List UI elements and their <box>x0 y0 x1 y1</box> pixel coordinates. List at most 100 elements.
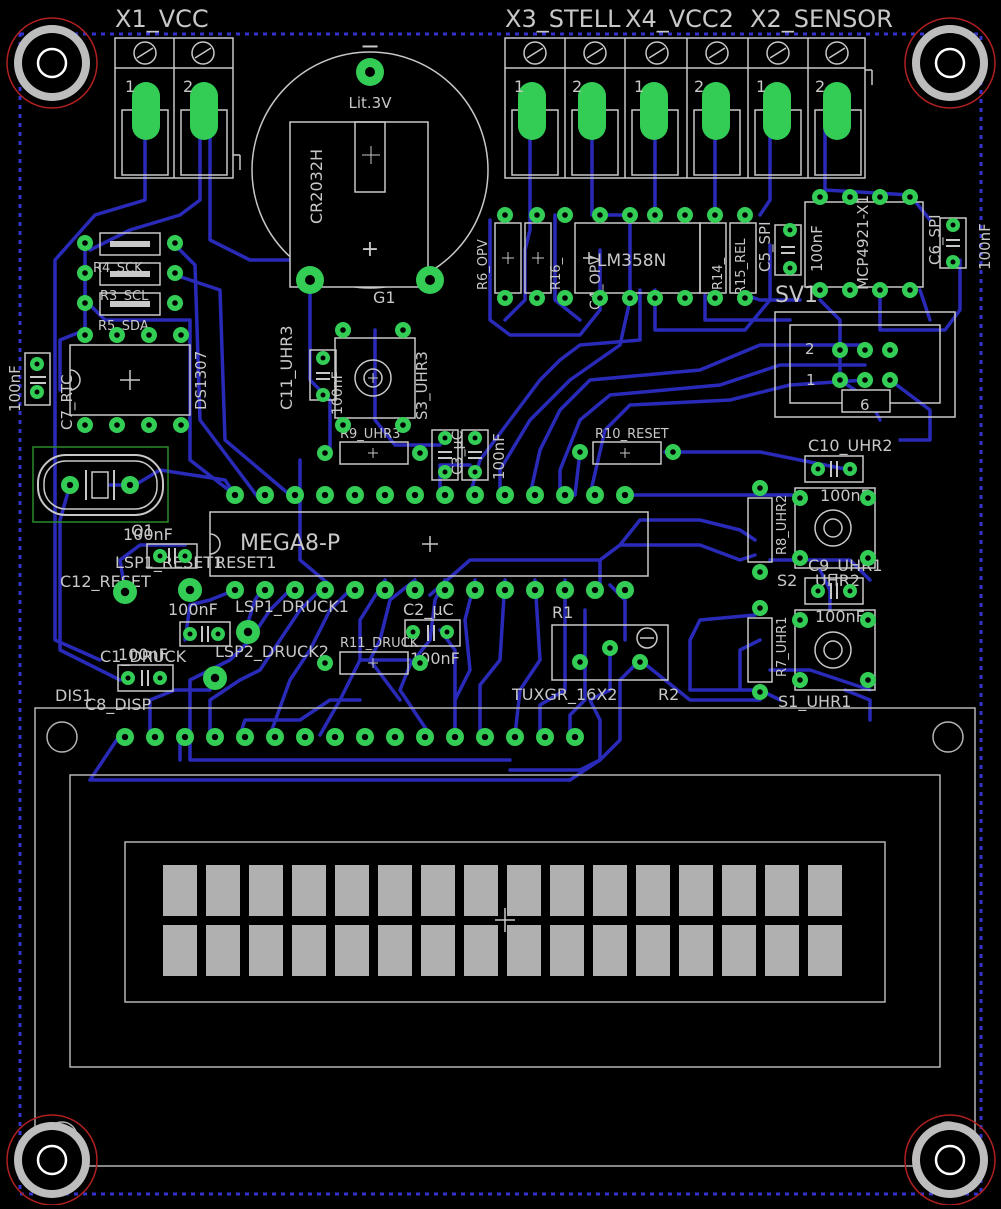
ic-mcp4921[interactable] <box>804 201 924 288</box>
pad-drill <box>291 491 299 499</box>
pad-drill <box>340 327 346 333</box>
pad-drill <box>381 491 389 499</box>
capacitor-c3b[interactable] <box>461 429 489 481</box>
battery-holder-g1[interactable]: CR2032H + − Lit.3V G1 <box>251 32 489 307</box>
pad-drill <box>531 491 539 499</box>
lcd-cell <box>550 925 584 976</box>
resistor-row-left[interactable] <box>99 232 161 316</box>
pad-drill <box>877 287 883 293</box>
pad-drill <box>502 212 508 218</box>
pad-drill <box>231 491 239 499</box>
board-outline <box>18 32 983 1196</box>
button-s2[interactable] <box>794 487 876 569</box>
pad-drill <box>243 627 253 637</box>
pad-drill <box>817 287 823 293</box>
resistor-r11[interactable] <box>339 651 409 675</box>
pad-drill <box>66 481 74 489</box>
capacitor-c1[interactable] <box>117 664 174 692</box>
capacitor-q1[interactable] <box>146 543 198 569</box>
crystal-q1[interactable] <box>32 446 169 523</box>
pad-drill <box>597 212 603 218</box>
pad-drill <box>865 495 871 501</box>
pad-drill <box>417 450 423 456</box>
pad-drill <box>797 495 803 501</box>
ic-ds1307[interactable] <box>69 344 191 416</box>
resistor-r7[interactable] <box>747 617 773 683</box>
lcd-cell <box>808 865 842 916</box>
pad-drill <box>757 689 763 695</box>
c1-value-label: 100nF <box>118 645 168 664</box>
c11-label: C11_UHR3 <box>277 325 297 410</box>
pad-drill <box>577 449 583 455</box>
pad-drill <box>178 422 184 428</box>
r3-label: R3_SCL <box>100 289 149 304</box>
c3-value-label: 100nF <box>490 433 508 480</box>
pad-drill <box>597 295 603 301</box>
capacitor-c12[interactable] <box>179 621 231 647</box>
q1-value-label: 100nF <box>123 525 173 544</box>
r15-label: R15_REL <box>734 238 749 295</box>
ic-mega8[interactable] <box>209 511 649 577</box>
pad-drill <box>757 485 763 491</box>
r11-label: R11_DRUCK <box>340 636 419 651</box>
button-s3[interactable] <box>334 337 416 419</box>
pad-drill <box>652 295 658 301</box>
resistor-r9[interactable] <box>339 441 409 465</box>
pad-drill <box>411 491 419 499</box>
pad-drill <box>591 586 599 594</box>
lcd-cell <box>378 865 412 916</box>
pad-drill <box>82 240 88 246</box>
capacitor-c10[interactable] <box>804 455 864 483</box>
battery-pad-holes <box>305 67 435 285</box>
resistor-r8[interactable] <box>747 497 773 563</box>
capacitor-c7[interactable] <box>24 352 51 406</box>
terminal-block-x1[interactable] <box>114 37 241 179</box>
pad-drill <box>211 733 219 741</box>
lcd-cell <box>464 925 498 976</box>
lcd-cell <box>722 865 756 916</box>
pad-drill <box>381 586 389 594</box>
capacitor-c3[interactable] <box>431 429 459 481</box>
capacitor-c9[interactable] <box>804 577 864 605</box>
r6-label: R6_OPV <box>476 239 491 290</box>
pad-drill <box>321 586 329 594</box>
lcd-cell <box>765 865 799 916</box>
button-s1[interactable] <box>794 609 876 691</box>
lcd-cell <box>335 865 369 916</box>
mounting-holes <box>6 17 996 1206</box>
pad-drill <box>215 631 221 637</box>
pad-drill <box>321 491 329 499</box>
pad-drill <box>907 194 913 200</box>
pad-drill <box>271 733 279 741</box>
pad-drill <box>742 212 748 218</box>
pad-drill <box>320 355 326 361</box>
pad-drill <box>712 295 718 301</box>
lcd-cell <box>765 925 799 976</box>
lcd-cell <box>378 925 412 976</box>
q1-label: Q1 <box>131 521 154 540</box>
pad-drill <box>847 194 853 200</box>
pad-drill <box>322 450 328 456</box>
pad-drill <box>577 659 583 665</box>
connector-sv1[interactable] <box>774 311 956 418</box>
pad-drill <box>451 733 459 741</box>
x3-stell-label: X3_STELL <box>505 5 621 33</box>
lcd-display[interactable] <box>34 707 976 1167</box>
capacitor-c2[interactable] <box>404 619 461 647</box>
pad-drill <box>501 586 509 594</box>
lcd-cell <box>636 925 670 976</box>
pad-drill <box>471 491 479 499</box>
pad-drill <box>907 287 913 293</box>
pad-drill <box>181 733 189 741</box>
pad-drill <box>621 491 629 499</box>
pad-drill <box>261 586 269 594</box>
mounting-hole-bottom-right <box>904 1114 996 1206</box>
resistor-r10[interactable] <box>592 441 662 465</box>
resistor-row-left-labels: R4_SCK R3_SCL R5_SDA <box>93 261 149 334</box>
lcd-cell <box>249 865 283 916</box>
terminal-names: X1_VCC X3_STELL X4_VCC2 X2_SENSOR <box>115 5 893 33</box>
lcd-cell <box>722 925 756 976</box>
pad-drill <box>331 733 339 741</box>
